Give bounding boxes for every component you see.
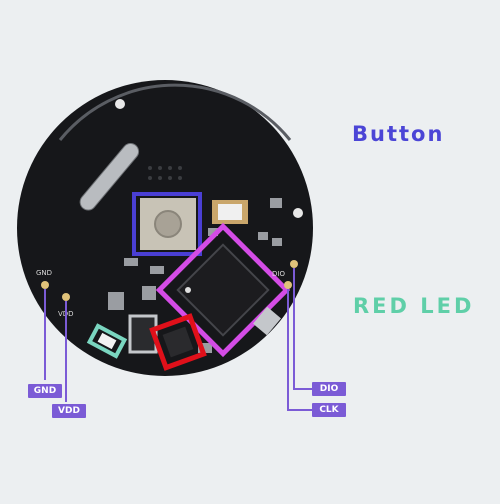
- button-highlight-box: [132, 192, 202, 256]
- pad-vdd: [62, 293, 70, 301]
- chip-pin1-dot: [185, 287, 191, 293]
- via-grid: [148, 166, 182, 180]
- red-led-callout-label: RED LED: [353, 294, 475, 318]
- button-callout-label: Button: [352, 122, 445, 146]
- tactile-button-cap: [154, 210, 182, 238]
- silk-gnd: GND: [36, 269, 52, 277]
- passive-components: [108, 198, 282, 353]
- main-chip: [176, 243, 270, 337]
- pad-dio: [290, 260, 298, 268]
- leader-lines: [44, 268, 312, 411]
- board-edge-highlight: [58, 83, 292, 141]
- mounting-hole-top: [115, 99, 125, 109]
- pin-tag-clk: CLK: [312, 403, 346, 417]
- pad-clk: [284, 281, 292, 289]
- pin-tag-vdd: VDD: [52, 404, 86, 418]
- crystal-top: [218, 204, 242, 220]
- red-led-highlight-box: [149, 313, 207, 371]
- red-led-chip: [162, 326, 194, 358]
- pin-tag-dio: DIO: [312, 382, 346, 396]
- pad-gnd: [41, 281, 49, 289]
- leader-clk: [287, 289, 312, 411]
- leader-dio: [293, 268, 312, 390]
- battery-contact: [79, 142, 140, 211]
- capacitor: [253, 306, 281, 336]
- mounting-hole-right: [293, 208, 303, 218]
- silk-dio: DIO: [272, 270, 285, 278]
- pin-tag-gnd: GND: [28, 384, 62, 398]
- led-component: [97, 332, 117, 350]
- led-highlight-box: [86, 323, 128, 359]
